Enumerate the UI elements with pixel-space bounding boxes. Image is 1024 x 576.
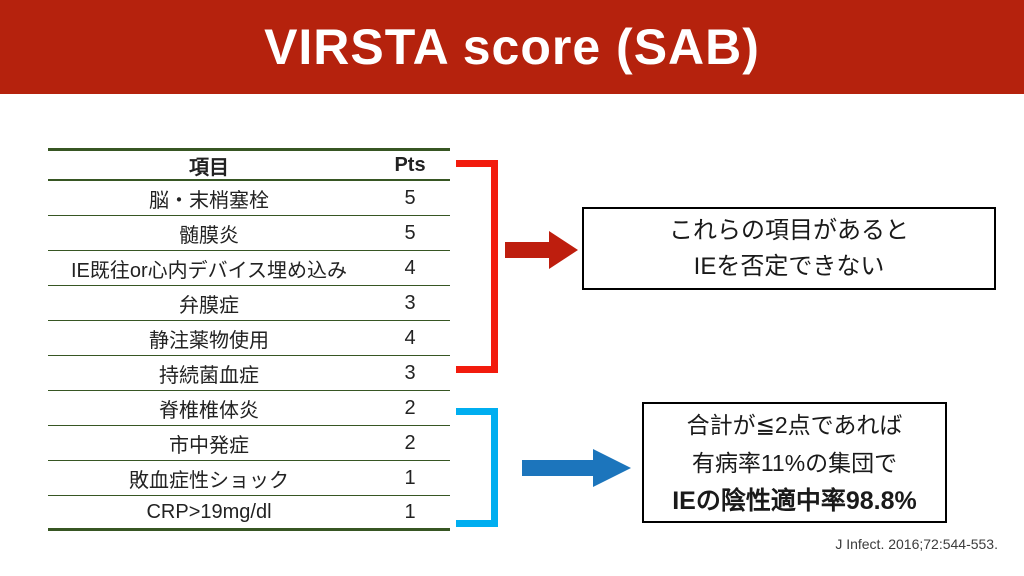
page-title: VIRSTA score (SAB) [264,19,760,75]
virsta-score-table: 項目 Pts 脳・末梢塞栓 5 髄膜炎 5 IE既往or心内デバイス埋め込み 4… [48,148,450,531]
high-risk-line2: IEを否定できない [693,252,885,280]
red-arrow-icon [505,231,578,269]
table-cell-pts: 2 [404,431,416,454]
table-cell-item: 静注薬物使用 [149,329,269,352]
high-risk-callout-box: これらの項目があると IEを否定できない [582,207,996,290]
table-cell-item: 脊椎椎体炎 [159,399,259,422]
table-cell-pts: 5 [404,186,416,209]
high-risk-line1: これらの項目があると [669,216,909,244]
table-header-pts: Pts [394,153,426,176]
blue-arrow-icon [522,449,631,487]
low-risk-line2: 有病率11%の集団で [691,449,898,476]
table-cell-pts: 1 [404,466,416,489]
table-cell-item: 持続菌血症 [159,364,259,387]
table-header-row: 項目 Pts [48,151,450,181]
citation-text: J Infect. 2016;72:544-553. [835,536,998,552]
table-cell-pts: 2 [404,396,416,419]
high-risk-bracket-icon [456,160,498,373]
title-banner: VIRSTA score (SAB) [0,0,1024,94]
table-cell-pts: 3 [404,291,416,314]
table-row: 敗血症性ショック 1 [48,461,450,496]
table-cell-item: IE既往or心内デバイス埋め込み [70,259,348,282]
low-risk-callout-box: 合計が≦2点であれば 有病率11%の集団で IEの陰性適中率98.8% [642,402,947,523]
low-risk-line3: IEの陰性適中率98.8% [672,486,917,515]
table-row: 脳・末梢塞栓 5 [48,181,450,216]
table-cell-pts: 1 [404,500,416,523]
table-row: 脊椎椎体炎 2 [48,391,450,426]
table-row: 持続菌血症 3 [48,356,450,391]
table-cell-item: 市中発症 [169,434,249,457]
table-row: 弁膜症 3 [48,286,450,321]
table-row: 髄膜炎 5 [48,216,450,251]
table-cell-pts: 4 [404,326,416,349]
table-cell-item: 敗血症性ショック [129,469,289,492]
table-cell-item: CRP>19mg/dl [146,500,272,523]
table-row: CRP>19mg/dl 1 [48,496,450,531]
table-cell-pts: 5 [404,221,416,244]
table-row: 静注薬物使用 4 [48,321,450,356]
table-row: IE既往or心内デバイス埋め込み 4 [48,251,450,286]
table-cell-item: 脳・末梢塞栓 [149,189,269,212]
table-cell-item: 髄膜炎 [179,224,239,247]
table-cell-pts: 3 [404,361,416,384]
table-header-item: 項目 [189,156,229,179]
table-cell-item: 弁膜症 [179,294,239,317]
table-row: 市中発症 2 [48,426,450,461]
low-risk-line1: 合計が≦2点であれば [686,411,903,438]
table-cell-pts: 4 [404,256,416,279]
low-risk-bracket-icon [456,408,498,527]
